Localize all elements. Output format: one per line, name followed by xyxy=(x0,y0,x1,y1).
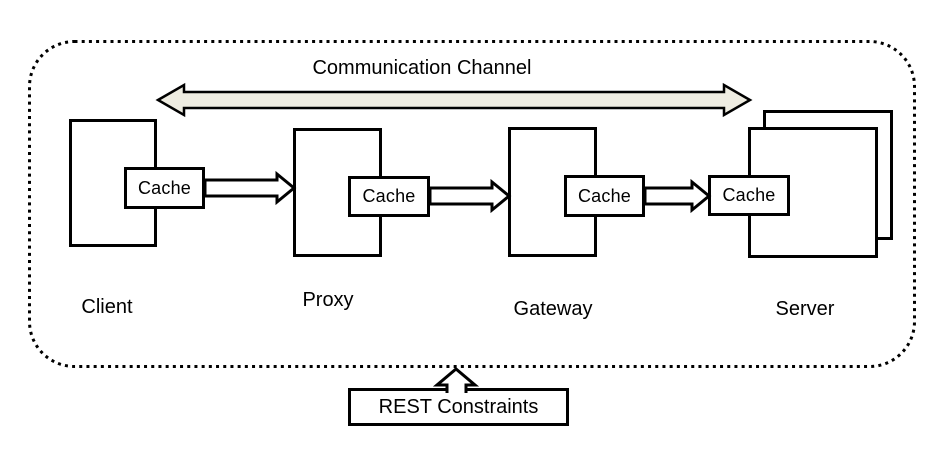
gateway-cache-label: Cache xyxy=(577,185,632,206)
rest-constraints-box: REST Constraints xyxy=(348,388,569,426)
gateway-cache-box: Cache xyxy=(564,175,645,217)
rest-constraints-label: REST Constraints xyxy=(378,395,539,418)
gateway-to-server-arrow-icon xyxy=(643,178,712,214)
gateway-label: Gateway xyxy=(513,298,593,320)
proxy-cache-label: Cache xyxy=(362,186,416,206)
proxy-to-gateway-arrow-icon xyxy=(428,178,512,214)
proxy-cache-box: Cache xyxy=(348,176,430,217)
client-cache-label: Cache xyxy=(137,177,192,198)
server-cache-label: Cache xyxy=(722,185,776,205)
proxy-label: Proxy xyxy=(302,289,354,311)
client-label: Client xyxy=(81,296,133,318)
server-cache-box: Cache xyxy=(708,175,790,216)
communication-channel-double-arrow-icon xyxy=(155,82,753,118)
client-to-proxy-arrow-icon xyxy=(203,170,297,206)
server-label: Server xyxy=(775,298,835,320)
client-cache-box: Cache xyxy=(124,167,205,209)
communication-channel-title: Communication Channel xyxy=(312,57,532,79)
